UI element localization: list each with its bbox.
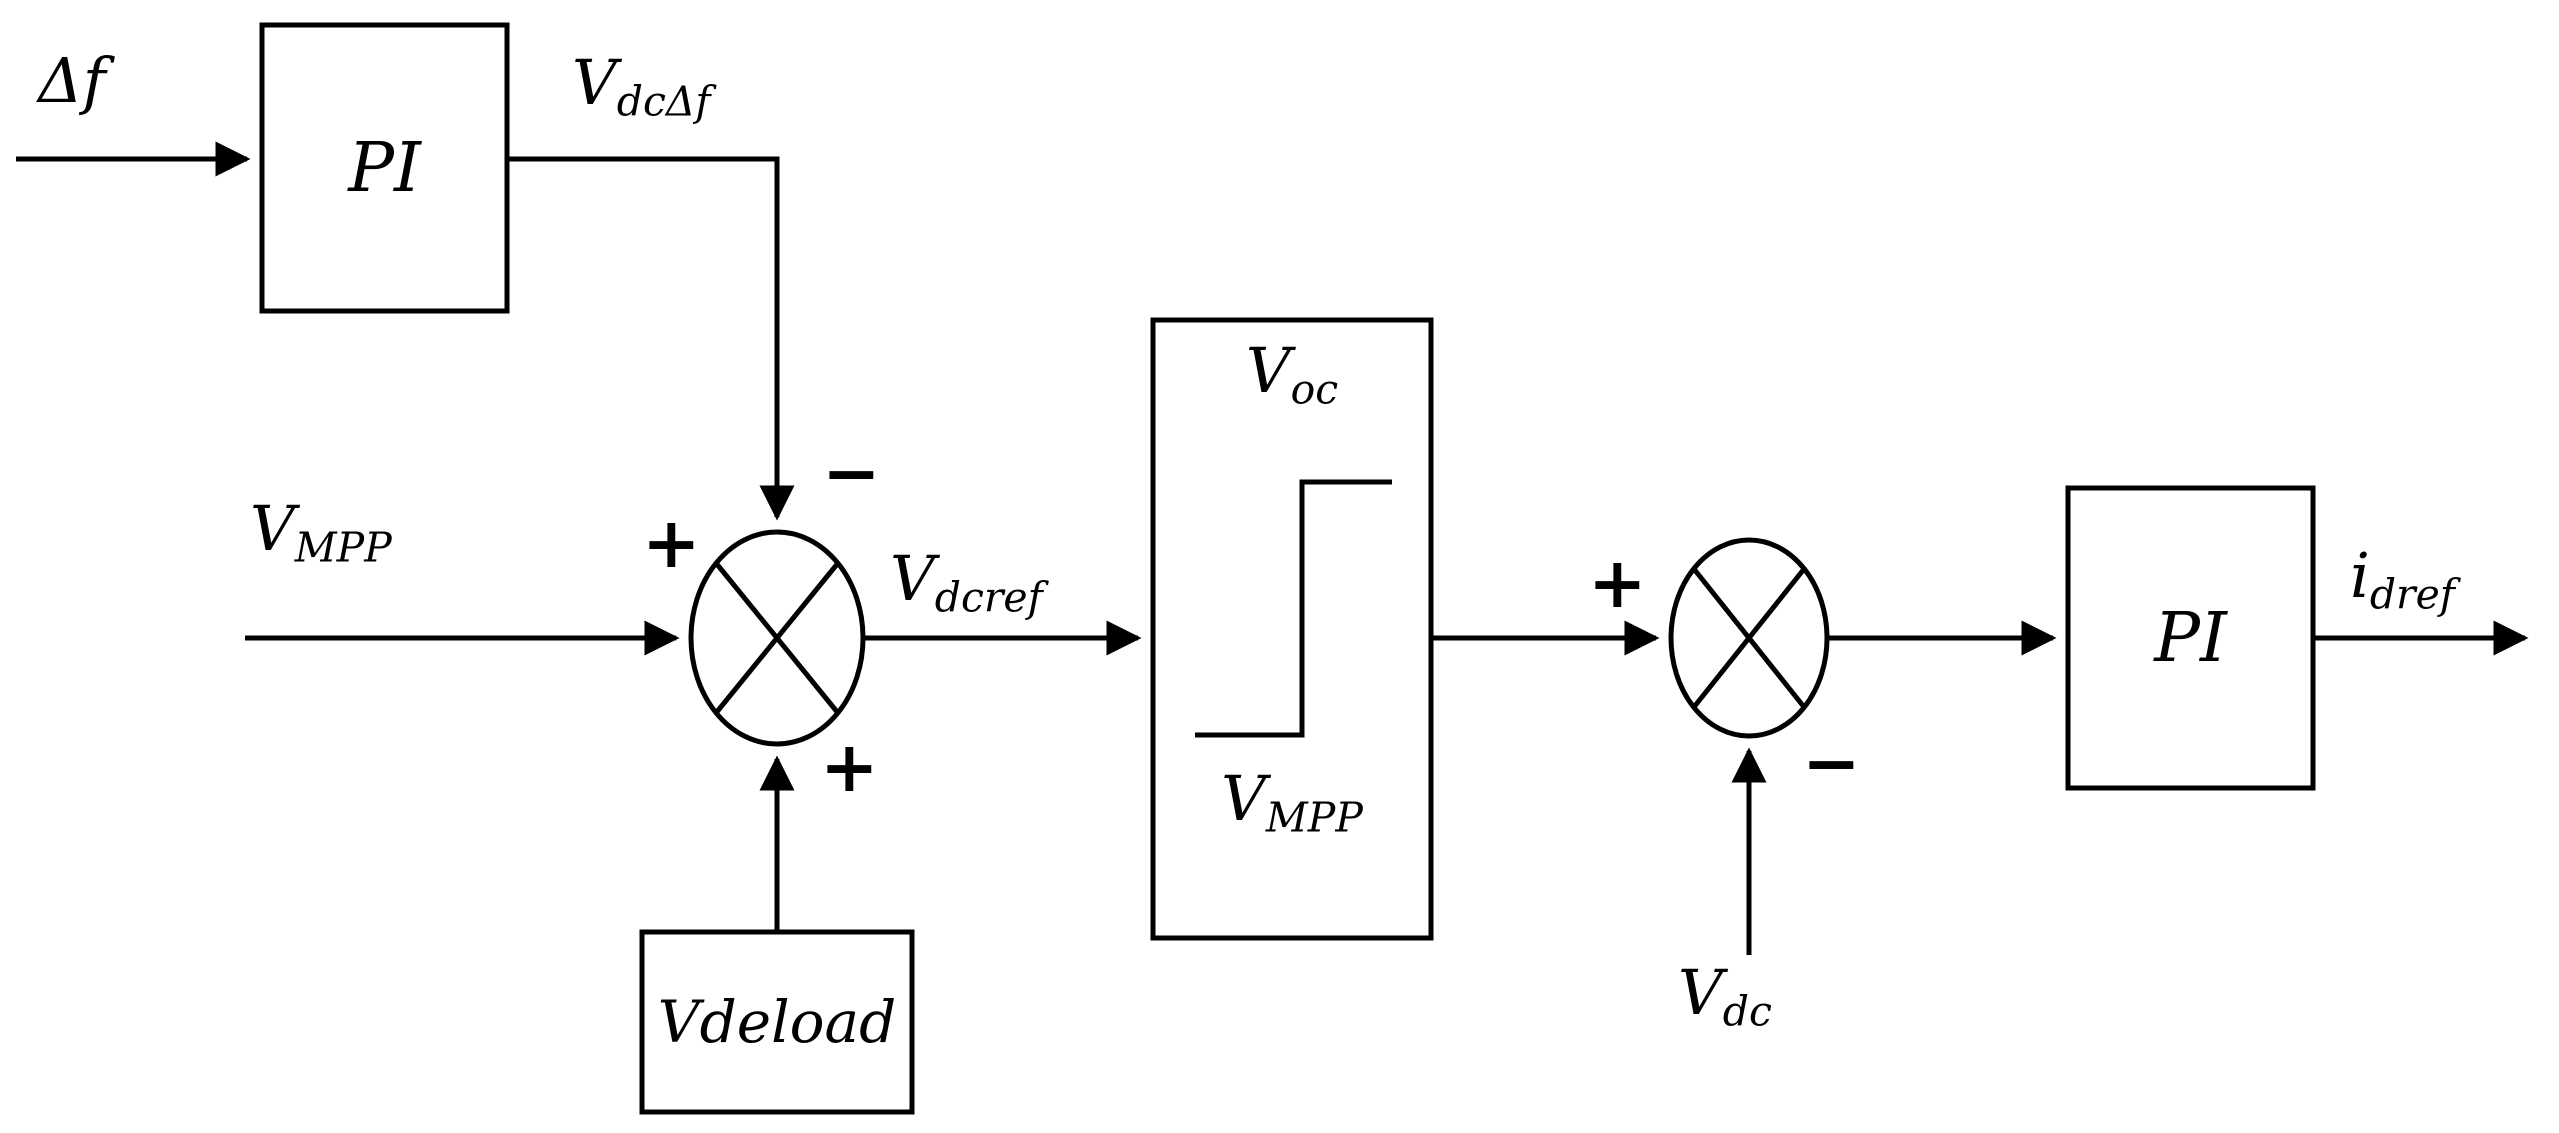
vdc-main: V xyxy=(1678,956,1723,1029)
pi1-block-label: PI xyxy=(262,25,507,311)
vdc-feedback-label: Vdc xyxy=(1678,962,1772,1032)
limiter-lower-label: VMPP xyxy=(1153,768,1431,838)
vdeload-block-outline xyxy=(639,929,915,1115)
limiter-block-outline xyxy=(1150,317,1434,941)
sum2-minus-bottom-text: − xyxy=(1802,721,1861,804)
pi2-text: PI xyxy=(2154,598,2227,678)
pi1-to-sum1-connector xyxy=(507,156,795,521)
limiter-lower-main: V xyxy=(1221,762,1266,835)
vdeload-label-wrap: Vdeload xyxy=(658,988,897,1056)
idref-output-label: idref xyxy=(2350,545,2455,615)
sum2-plus-left-text: + xyxy=(1588,541,1647,624)
vdeload-sub: deload xyxy=(699,988,897,1056)
vdc-delta-f-main: V xyxy=(572,46,617,119)
sum1-minus-top-text: − xyxy=(822,431,881,514)
delta-f-label: Δf xyxy=(38,50,106,112)
pi1-block-outline xyxy=(259,22,510,314)
vdcref-signal-label: Vdcref xyxy=(890,548,1043,618)
sum1-cross-line-2 xyxy=(714,561,840,715)
idref-sub: dref xyxy=(2369,570,2455,619)
pi2-block-outline xyxy=(2065,485,2316,791)
saturation-step-symbol xyxy=(1195,479,1392,738)
sum2-plus-left-sign: + xyxy=(1588,548,1647,618)
vdeload-block-label: Vdeload xyxy=(642,932,912,1112)
vmpp-input-main: V xyxy=(250,492,295,565)
sum2-minus-bottom-sign: − xyxy=(1802,728,1861,798)
sum1-plus-bottom-text: + xyxy=(820,725,879,808)
vdc-delta-f-signal-label: VdcΔf xyxy=(572,52,711,122)
sum1-minus-top-sign: − xyxy=(822,438,881,508)
delta-f-text: Δf xyxy=(38,44,106,117)
sum1-plus-left-sign: + xyxy=(642,508,701,578)
vdc-delta-f-sub: dcΔf xyxy=(616,77,711,126)
vmpp-input-label: VMPP xyxy=(250,498,392,568)
sum1-plus-left-text: + xyxy=(642,501,701,584)
limiter-upper-sub: oc xyxy=(1290,365,1339,414)
vdc-sub: dc xyxy=(1722,987,1772,1036)
sum2-cross-line-2 xyxy=(1692,567,1806,709)
limiter-upper-main: V xyxy=(1245,334,1291,407)
pi1-text: PI xyxy=(348,128,421,208)
pi2-block-label: PI xyxy=(2068,488,2313,788)
limiter-lower-sub: MPP xyxy=(1265,793,1363,842)
sum1-plus-bottom-sign: + xyxy=(820,732,879,802)
limiter-upper-label: Voc xyxy=(1153,340,1431,410)
idref-main: i xyxy=(2350,539,2370,612)
vdeload-main: V xyxy=(657,988,700,1056)
vdcref-main: V xyxy=(890,542,935,615)
vmpp-input-sub: MPP xyxy=(294,523,392,572)
vdcref-sub: dcref xyxy=(934,573,1043,622)
